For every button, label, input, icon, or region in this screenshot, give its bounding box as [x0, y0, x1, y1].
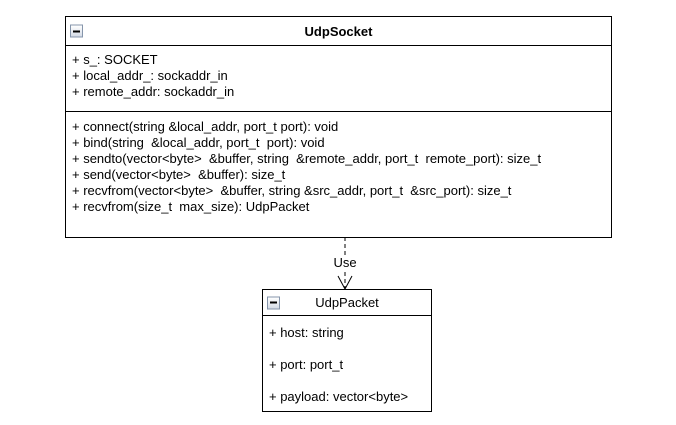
udpsocket-method: + recvfrom(size_t max_size): UdpPacket	[72, 199, 310, 214]
udppacket-title: UdpPacket	[315, 295, 379, 310]
udppacket-attribute: + port: port_t	[269, 356, 344, 372]
uml-class-udppacket[interactable]: UdpPacket + host: string + port: port_t …	[262, 289, 432, 412]
udpsocket-method: + sendto(vector<byte> &buffer, string &r…	[72, 151, 542, 166]
minus-icon[interactable]	[70, 24, 83, 38]
udppacket-attributes-section: + host: string + port: port_t + payload:…	[263, 315, 431, 411]
udpsocket-method: + send(vector<byte> &buffer): size_t	[72, 167, 286, 182]
udpsocket-attribute: + local_addr_: sockaddr_in	[72, 68, 228, 83]
use-dependency-arrow[interactable]	[333, 237, 357, 290]
udpsocket-header: UdpSocket	[66, 17, 611, 45]
udpsocket-method: + bind(string &local_addr, port_t port):…	[72, 135, 325, 150]
udppacket-header: UdpPacket	[263, 290, 431, 315]
udppacket-attribute: + payload: vector<byte>	[269, 388, 409, 404]
uml-class-udpsocket[interactable]: UdpSocket + s_: SOCKET + local_addr_: so…	[65, 16, 612, 238]
udpsocket-attribute: + s_: SOCKET	[72, 52, 158, 67]
udpsocket-method: + connect(string &local_addr, port_t por…	[72, 119, 339, 134]
udpsocket-attribute: + remote_addr: sockaddr_in	[72, 84, 235, 99]
minus-icon[interactable]	[267, 296, 280, 309]
udpsocket-attributes-section: + s_: SOCKET + local_addr_: sockaddr_in …	[66, 45, 611, 111]
udpsocket-method: + recvfrom(vector<byte> &buffer, string …	[72, 183, 512, 198]
udpsocket-title: UdpSocket	[304, 23, 373, 39]
udppacket-attribute: + host: string	[269, 324, 344, 340]
udpsocket-methods-section: + connect(string &local_addr, port_t por…	[66, 111, 611, 237]
use-label: Use	[329, 255, 361, 271]
